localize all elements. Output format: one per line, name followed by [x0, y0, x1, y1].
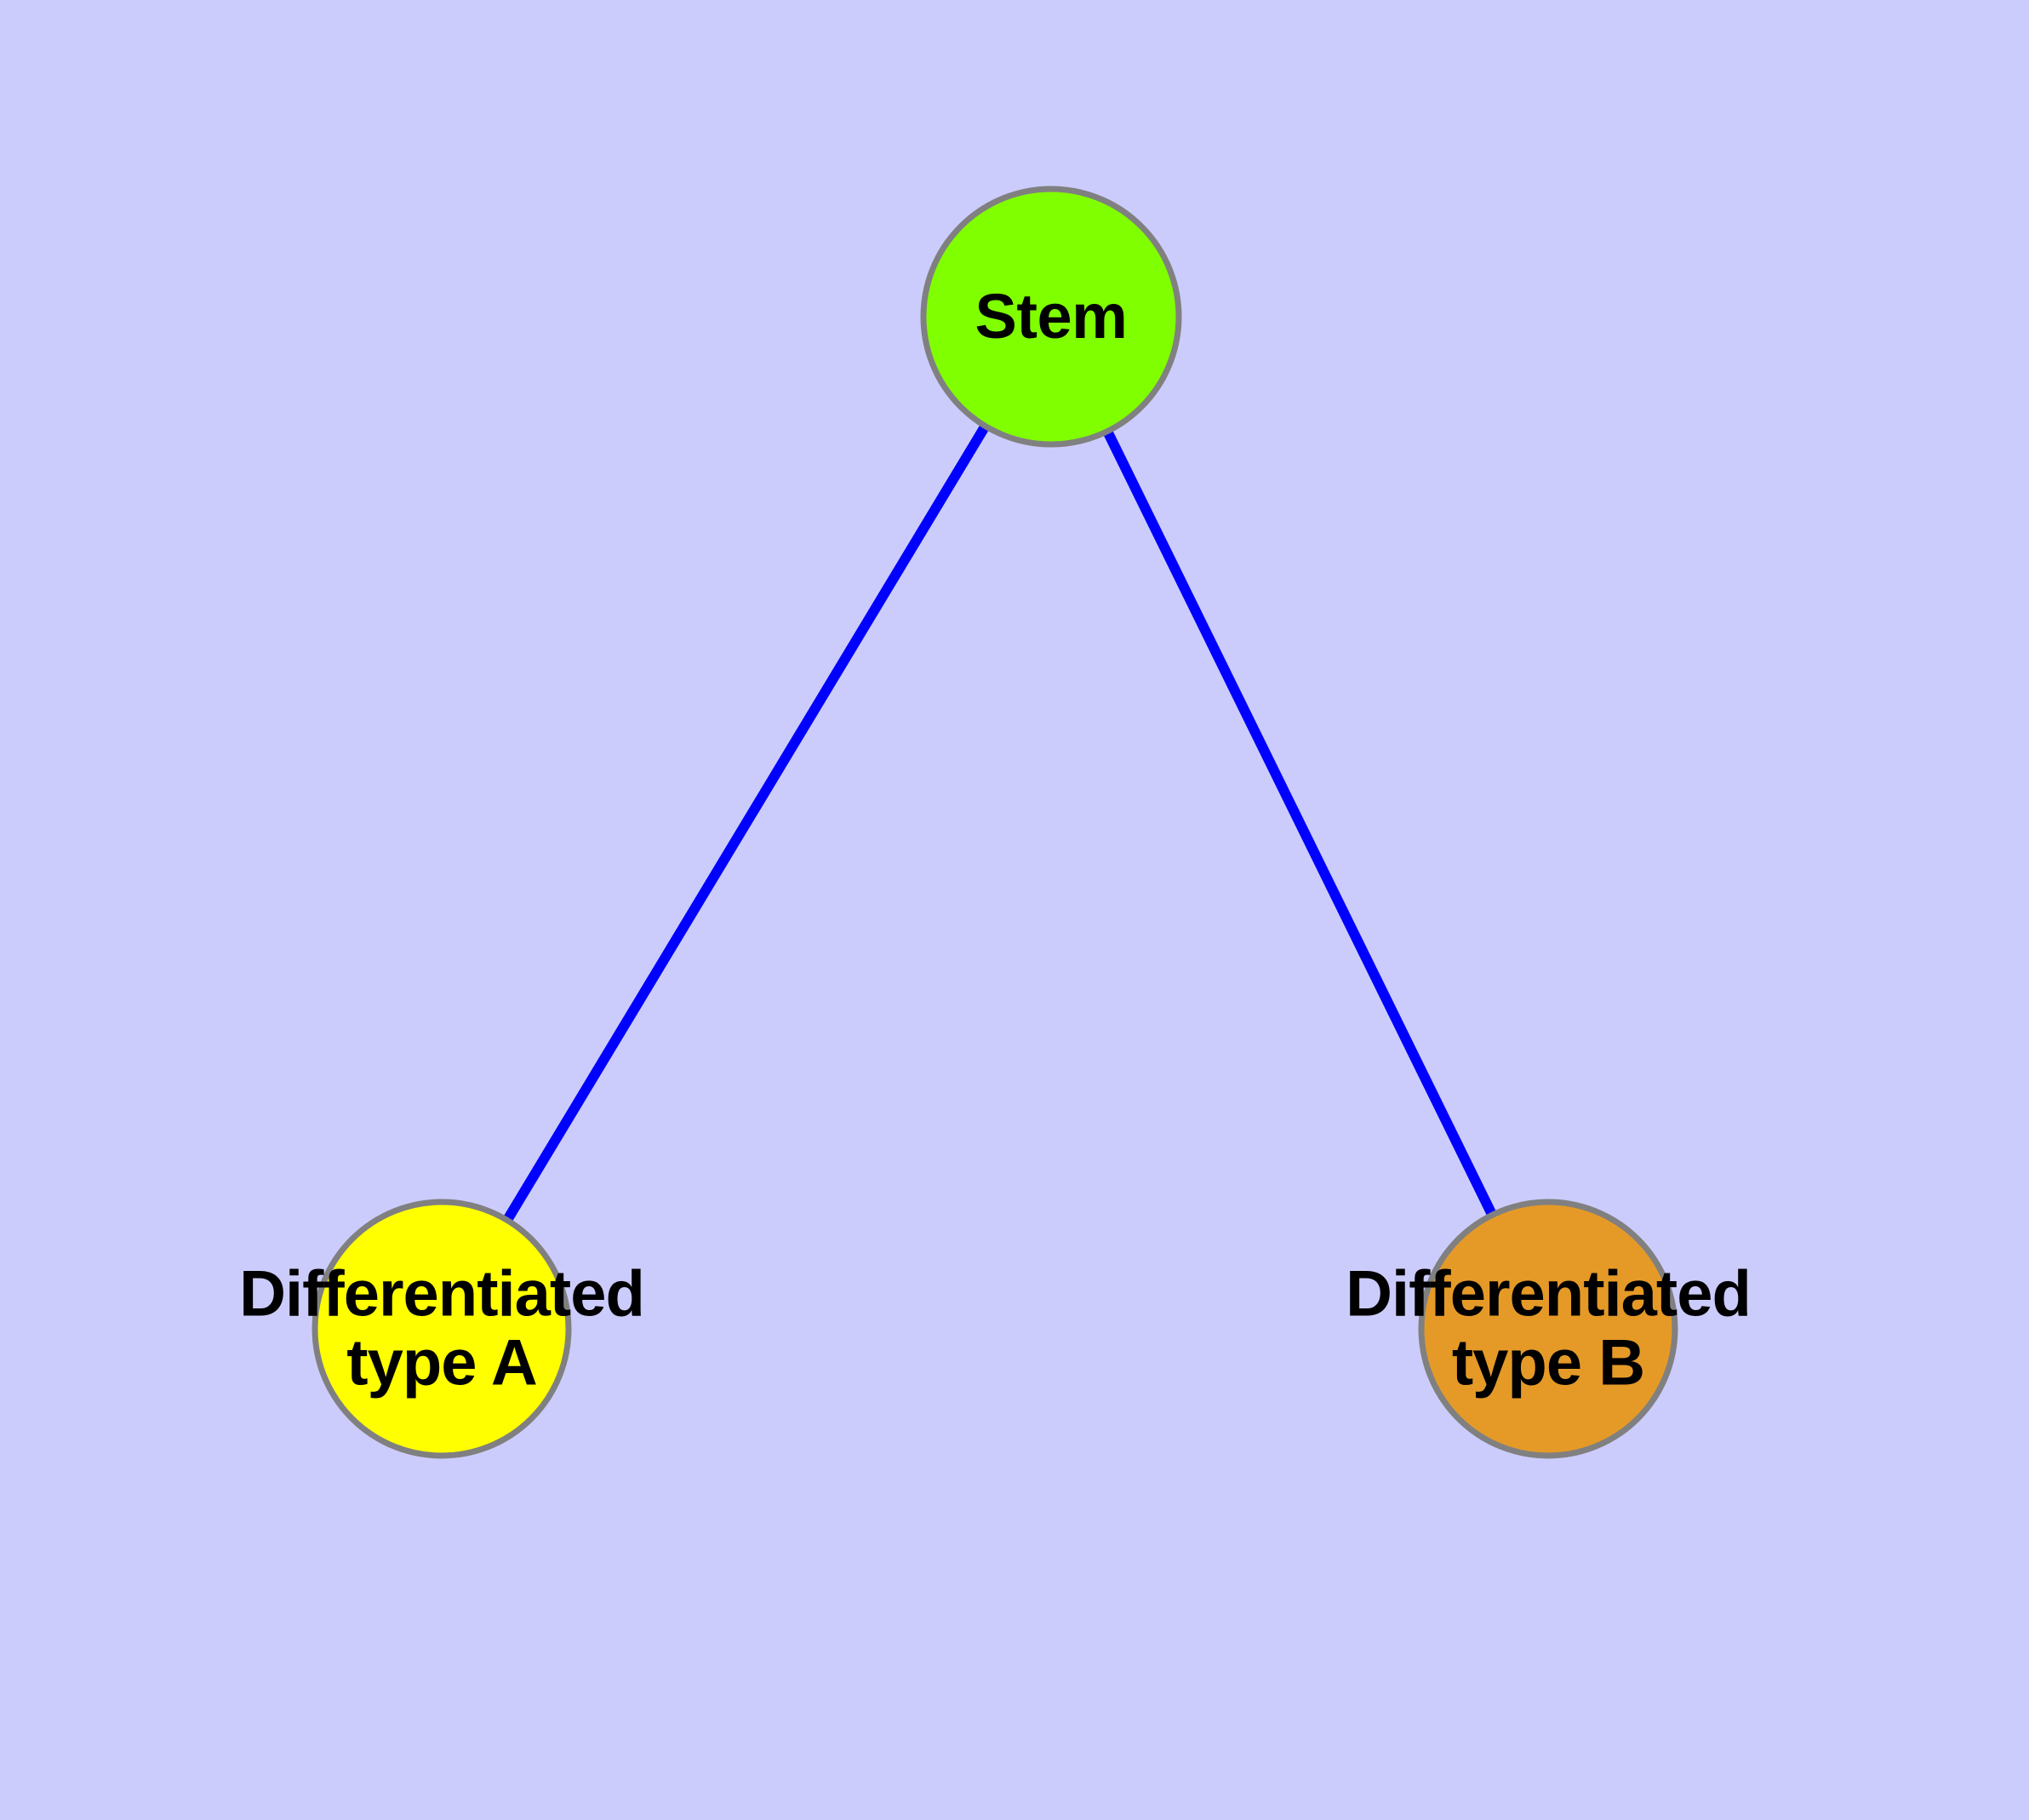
graph-node-stem[interactable]	[920, 186, 1182, 448]
graph-node-diff-type-b[interactable]	[1418, 1199, 1678, 1459]
node-layer	[311, 186, 1678, 1459]
graph-edge-stem-to-a[interactable]	[500, 420, 992, 1226]
edge-layer	[500, 420, 1499, 1226]
graph-edge-stem-to-b[interactable]	[1100, 426, 1499, 1221]
graph-node-diff-type-a[interactable]	[311, 1199, 572, 1459]
